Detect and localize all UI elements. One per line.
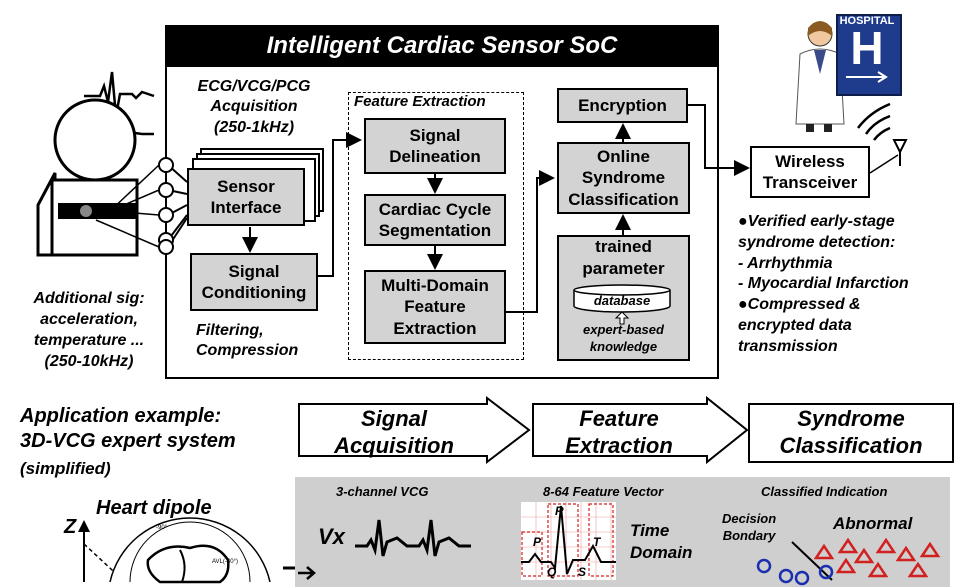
signal-conditioning-box: Signal Conditioning — [190, 253, 318, 311]
hospital-sign — [836, 14, 902, 96]
signal-delineation-box: Signal Delineation — [364, 118, 506, 174]
step-syndrome-classification: Syndrome Classification — [779, 406, 923, 458]
patient-figure-icon — [36, 98, 174, 257]
multi-domain-box: Multi-Domain Feature Extraction — [364, 270, 506, 344]
additional-sig-label: Additional sig: acceleration, temperatur… — [33, 290, 145, 371]
wireless-transceiver-box: Wireless Transceiver — [750, 146, 870, 198]
process-chevrons — [298, 395, 954, 465]
feature-extraction-group — [348, 92, 524, 360]
heart-dipole-diagram — [78, 517, 295, 584]
wave-p-label: P — [533, 535, 542, 549]
ecg-feature-panel — [521, 502, 616, 580]
classified-title: Classified Indication — [761, 484, 888, 499]
hospital-letter: H — [850, 22, 884, 74]
wave-t-label: T — [593, 535, 601, 549]
polar-right-label: AVL(-30°) — [212, 559, 238, 565]
wave-q-label: Q — [547, 565, 557, 579]
sensor-interface-box: Sensor Interface — [187, 168, 305, 226]
application-title: Application example: 3D-VCG expert syste… — [20, 405, 236, 452]
encryption-box: Encryption — [557, 88, 688, 123]
vcg-arrow-icon — [298, 566, 316, 580]
vx-waveform — [355, 519, 471, 557]
feature-vector-title: 8-64 Feature Vector — [543, 484, 664, 499]
wave-s-label: S — [578, 565, 587, 579]
up-arrow-icon — [614, 311, 630, 325]
time-domain-label: Time Domain — [630, 521, 693, 563]
application-subtitle: (simplified) — [20, 459, 111, 478]
ecg-feature-plot — [521, 502, 616, 580]
soc-title: Intelligent Cardiac Sensor SoC — [165, 25, 719, 67]
cardiac-cycle-box: Cardiac Cycle Segmentation — [364, 194, 506, 246]
expert-knowledge-label: expert-based knowledge — [583, 322, 664, 354]
heart-dipole-label: Heart dipole — [96, 497, 212, 519]
z-axis-label: Z — [64, 516, 77, 538]
abnormal-label: Abnormal — [833, 514, 913, 533]
step-feature-extraction: Feature Extraction — [565, 406, 673, 458]
wave-r-label: R — [555, 504, 564, 518]
step-signal-acquisition: Signal Acquisition — [334, 406, 454, 458]
hospital-sign-text: HOSPITAL — [839, 15, 895, 27]
polar-top-label: -90° — [156, 525, 168, 531]
feature-extraction-title: Feature Extraction — [352, 93, 488, 110]
hospital-arrow-icon — [846, 71, 888, 83]
vcg-title: 3-channel VCG — [336, 484, 429, 499]
antenna-icon — [857, 102, 908, 166]
benefits-list: ●Verified early-stage syndrome detection… — [738, 213, 909, 355]
acquisition-label: ECG/VCG/PCG Acquisition (250-1kHz) — [197, 78, 311, 136]
vx-label: Vx — [318, 524, 345, 549]
filtering-label: Filtering, Compression — [196, 322, 299, 360]
trained-parameter-label: trained parameter — [582, 237, 665, 278]
classification-scatter — [756, 537, 941, 586]
doctor-icon — [795, 21, 845, 132]
decision-boundary-label: Decision Bondary — [722, 511, 777, 543]
online-syndrome-box: Online Syndrome Classification — [557, 142, 690, 214]
database-label: database — [593, 293, 651, 308]
antenna-line-icon — [869, 154, 899, 174]
